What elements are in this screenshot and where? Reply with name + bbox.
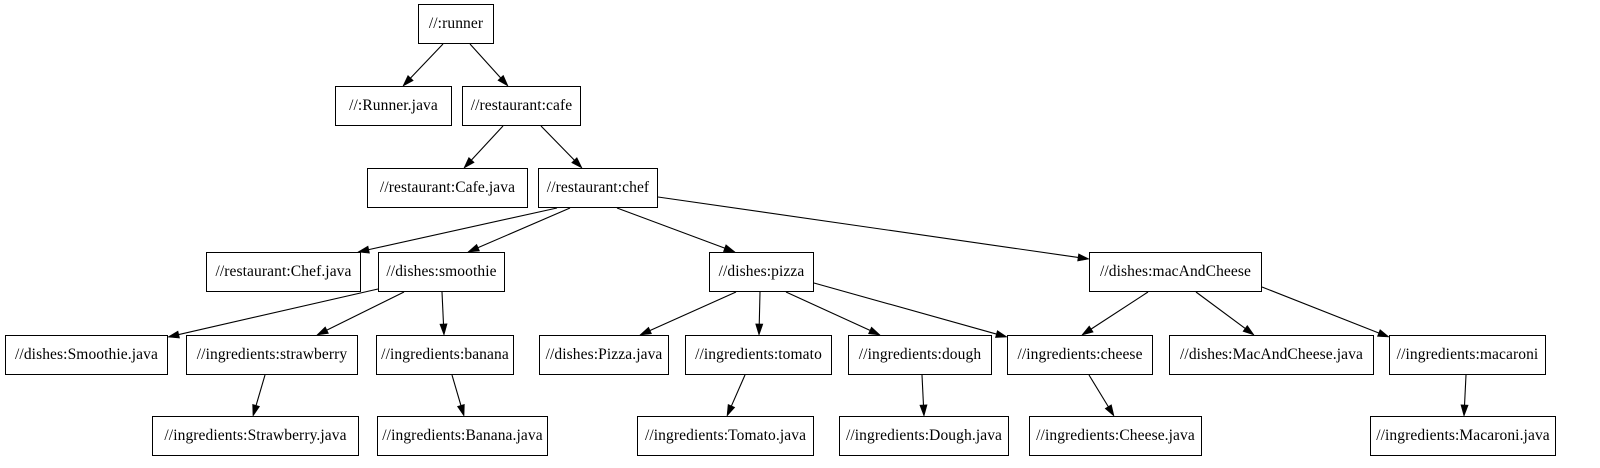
graph-edge-restaurant_chef-to-chef_java [368, 207, 558, 251]
graph-node-ing_strawberry[interactable]: //ingredients:strawberry [186, 335, 358, 375]
graph-edge-dishes_smoothie-to-smoothie_java [178, 288, 379, 336]
graph-edge-dishes_smoothie-to-ing_strawberry [326, 291, 405, 331]
graph-edge-restaurant_chef-to-dishes_pizza [616, 207, 725, 249]
graph-edge-restaurant_chef-to-dishes_smoothie [477, 207, 571, 249]
arrowhead-icon [467, 243, 480, 253]
graph-node-dough_java[interactable]: //ingredients:Dough.java [839, 416, 1009, 456]
graph-node-pizza_java[interactable]: //dishes:Pizza.java [539, 335, 669, 375]
graph-node-dishes_mac[interactable]: //dishes:macAndCheese [1089, 252, 1262, 292]
graph-edge-restaurant_chef-to-dishes_mac [657, 196, 1079, 258]
arrowhead-icon [167, 330, 180, 339]
graph-edge-ing_cheese-to-cheese_java [1088, 374, 1109, 407]
graph-edge-dishes_pizza-to-ing_tomato [758, 291, 761, 325]
graph-edge-runner-to-runner_java [410, 43, 444, 79]
arrowhead-icon [357, 245, 370, 254]
arrowhead-icon [1081, 325, 1094, 336]
arrowhead-icon [463, 156, 475, 169]
graph-node-restaurant_cafe[interactable]: //restaurant:cafe [462, 86, 581, 126]
arrowhead-icon [755, 323, 764, 336]
graph-edge-dishes_smoothie-to-ing_banana [441, 291, 445, 325]
arrowhead-icon [726, 404, 736, 417]
graph-node-tomato_java[interactable]: //ingredients:Tomato.java [637, 416, 814, 456]
arrowhead-icon [995, 330, 1008, 338]
arrowhead-icon [1242, 325, 1255, 336]
graph-node-ing_dough[interactable]: //ingredients:dough [848, 335, 992, 375]
graph-edge-dishes_pizza-to-ing_cheese [813, 282, 997, 335]
arrowhead-icon [402, 75, 414, 87]
arrowhead-icon [456, 404, 465, 417]
arrowhead-icon [252, 404, 261, 417]
graph-node-dishes_pizza[interactable]: //dishes:pizza [709, 252, 814, 292]
graph-edge-dishes_mac-to-mac_java [1195, 291, 1246, 329]
arrowhead-icon [1460, 404, 1469, 417]
graph-node-dishes_smoothie[interactable]: //dishes:smoothie [378, 252, 505, 292]
graph-node-ing_banana[interactable]: //ingredients:banana [376, 335, 514, 375]
graph-node-restaurant_chef[interactable]: //restaurant:chef [538, 168, 658, 208]
graph-node-ing_macaroni[interactable]: //ingredients:macaroni [1389, 335, 1546, 375]
graph-edge-dishes_mac-to-ing_macaroni [1261, 286, 1379, 334]
graph-edge-ing_tomato-to-tomato_java [730, 374, 746, 407]
graph-edge-restaurant_cafe-to-restaurant_chef [540, 125, 575, 161]
graph-node-runner_java[interactable]: //:Runner.java [335, 86, 452, 126]
graph-edge-runner-to-restaurant_cafe [469, 43, 502, 79]
arrowhead-icon [639, 326, 652, 336]
arrowhead-icon [497, 74, 509, 87]
graph-node-strawberry_java[interactable]: //ingredients:Strawberry.java [152, 416, 359, 456]
arrowhead-icon [919, 404, 928, 417]
graph-edge-ing_banana-to-banana_java [451, 374, 462, 406]
graph-node-cheese_java[interactable]: //ingredients:Cheese.java [1029, 416, 1202, 456]
graph-node-macaroni_java[interactable]: //ingredients:Macaroni.java [1370, 416, 1556, 456]
graph-node-banana_java[interactable]: //ingredients:Banana.java [377, 416, 548, 456]
arrowhead-icon [868, 326, 881, 336]
graph-edge-dishes_pizza-to-pizza_java [649, 291, 737, 332]
graph-edge-ing_macaroni-to-macaroni_java [1463, 374, 1467, 406]
graph-edge-ing_strawberry-to-strawberry_java [255, 374, 266, 406]
arrowhead-icon [316, 326, 329, 336]
graph-node-ing_cheese[interactable]: //ingredients:cheese [1007, 335, 1153, 375]
graph-node-smoothie_java[interactable]: //dishes:Smoothie.java [5, 335, 168, 375]
graph-edge-dishes_pizza-to-ing_dough [785, 291, 871, 331]
arrowhead-icon [1377, 329, 1390, 338]
arrowhead-icon [1077, 253, 1090, 262]
arrowhead-icon [439, 323, 448, 336]
graph-node-mac_java[interactable]: //dishes:MacAndCheese.java [1169, 335, 1374, 375]
arrowhead-icon [1104, 404, 1115, 417]
edges-group [167, 43, 1469, 417]
graph-edge-dishes_mac-to-ing_cheese [1090, 291, 1149, 330]
arrowhead-icon [571, 157, 583, 169]
arrowhead-icon [723, 244, 736, 253]
graph-node-runner[interactable]: //:runner [418, 4, 494, 44]
graph-node-ing_tomato[interactable]: //ingredients:tomato [685, 335, 832, 375]
graph-node-chef_java[interactable]: //restaurant:Chef.java [206, 252, 361, 292]
graph-edge-ing_dough-to-dough_java [921, 374, 925, 406]
graph-node-cafe_java[interactable]: //restaurant:Cafe.java [367, 168, 528, 208]
graph-edge-restaurant_cafe-to-cafe_java [471, 125, 504, 161]
